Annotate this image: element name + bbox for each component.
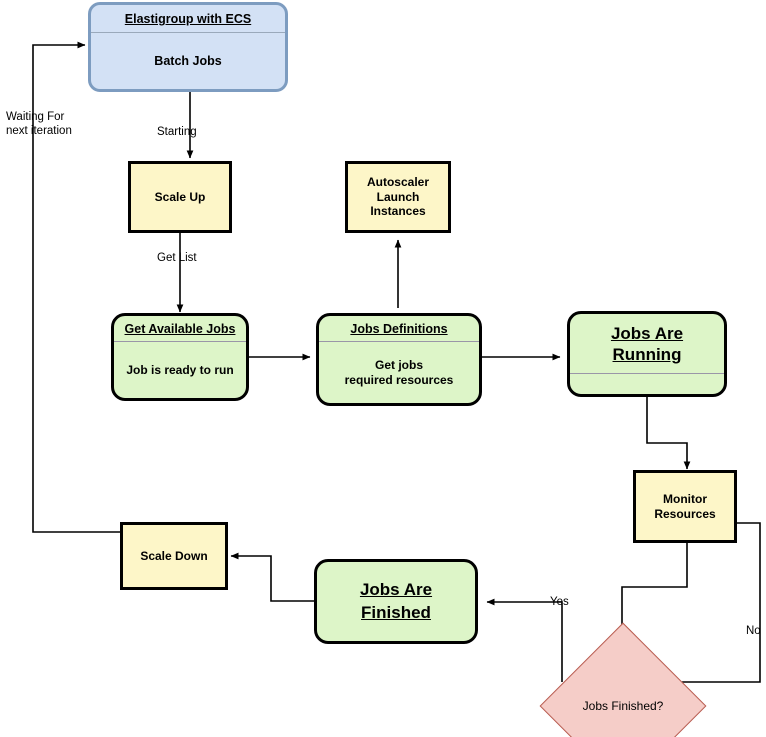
edge-jobs-are-running-to-monitor-resources bbox=[646, 397, 691, 470]
node-scale-down-label: Scale Down bbox=[140, 548, 208, 563]
node-jobs-are-finished[interactable]: Jobs Are Finished bbox=[314, 559, 478, 644]
node-jobs-are-running[interactable]: Jobs Are Running bbox=[567, 311, 727, 397]
edge-decision-yes-to-jobs-are-finished bbox=[486, 598, 563, 682]
node-elastigroup-body: Batch Jobs bbox=[154, 54, 222, 68]
diamond-shape bbox=[539, 622, 707, 737]
node-scale-up-label: Scale Up bbox=[154, 189, 206, 204]
node-jobs-definitions[interactable]: Jobs Definitions Get jobs required resou… bbox=[316, 313, 482, 406]
node-jobs-finished-decision-label: Jobs Finished? bbox=[582, 699, 664, 713]
edge-label-yes: Yes bbox=[550, 596, 569, 608]
node-monitor-resources-label: Monitor Resources bbox=[654, 491, 716, 521]
node-jobs-definitions-body: Get jobs required resources bbox=[344, 357, 454, 387]
node-get-available-jobs[interactable]: Get Available Jobs Job is ready to run bbox=[111, 313, 249, 401]
node-autoscaler-launch-instances[interactable]: Autoscaler Launch Instances bbox=[345, 161, 451, 233]
node-elastigroup-header: Elastigroup with ECS bbox=[91, 5, 285, 33]
node-get-available-jobs-body: Job is ready to run bbox=[126, 362, 234, 377]
node-jobs-are-finished-label: Jobs Are Finished bbox=[359, 580, 433, 622]
edge-monitor-resources-to-decision bbox=[618, 543, 688, 636]
edge-label-no: No bbox=[746, 625, 761, 637]
node-autoscaler-label: Autoscaler Launch Instances bbox=[366, 175, 430, 219]
edge-jobs-are-finished-to-scale-down bbox=[230, 552, 314, 602]
node-jobs-finished-decision[interactable]: Jobs Finished? bbox=[539, 622, 707, 737]
edge-label-starting: Starting bbox=[157, 126, 197, 138]
edge-label-waiting-for-next-iteration: Waiting For next iteration bbox=[6, 111, 72, 138]
node-get-available-jobs-header: Get Available Jobs bbox=[114, 316, 246, 342]
node-elastigroup-with-ecs[interactable]: Elastigroup with ECS Batch Jobs bbox=[88, 2, 288, 92]
node-jobs-are-running-body bbox=[570, 374, 724, 395]
node-jobs-definitions-header: Jobs Definitions bbox=[319, 316, 479, 342]
edge-decision-no-to-monitor-resources bbox=[682, 519, 761, 683]
node-scale-up[interactable]: Scale Up bbox=[128, 161, 232, 233]
node-scale-down[interactable]: Scale Down bbox=[120, 522, 228, 590]
edge-label-get-list: Get List bbox=[157, 252, 197, 264]
node-jobs-are-running-header: Jobs Are Running bbox=[570, 314, 724, 374]
node-monitor-resources[interactable]: Monitor Resources bbox=[633, 470, 737, 543]
